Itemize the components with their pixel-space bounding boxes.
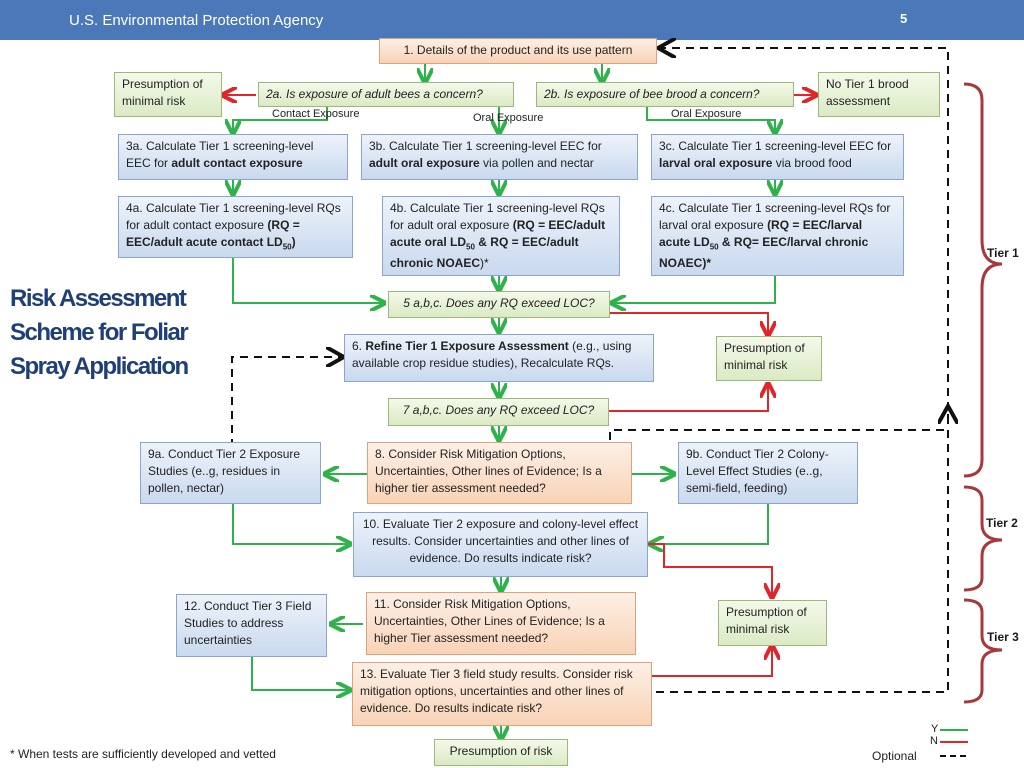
box-12-tier3-field: 12. Conduct Tier 3 Field Studies to addr… bbox=[176, 594, 327, 657]
arrow-2b-3c bbox=[646, 107, 775, 131]
box-8-mitigation: 8. Consider Risk Mitigation Options, Unc… bbox=[367, 442, 632, 504]
arrow-4c-5 bbox=[614, 276, 776, 303]
arrow-9a-10 bbox=[232, 504, 348, 544]
box-4a: 4a. Calculate Tier 1 screening-level RQs… bbox=[118, 196, 353, 258]
tier1-bracket bbox=[963, 82, 1003, 478]
box-3c-text: 3c. Calculate Tier 1 screening-level EEC… bbox=[659, 139, 892, 153]
legend-yes: Y bbox=[931, 723, 939, 735]
box-3c-bold: larval oral exposure bbox=[659, 156, 773, 170]
tier1-label: Tier 1 bbox=[987, 246, 1019, 260]
box-presumption-minimal-3: Presumption of minimal risk bbox=[718, 600, 827, 646]
arrow-13-no bbox=[652, 648, 772, 677]
legend-no: N bbox=[930, 735, 938, 747]
box-13-evaluate-tier3: 13. Evaluate Tier 3 field study results.… bbox=[352, 662, 652, 726]
box-10-evaluate-tier2: 10. Evaluate Tier 2 exposure and colony-… bbox=[353, 512, 648, 577]
label-contact-exposure: Contact Exposure bbox=[272, 108, 360, 120]
arrow-2a-3a bbox=[233, 107, 328, 131]
arrow-12-13 bbox=[251, 657, 348, 690]
box-3a: 3a. Calculate Tier 1 screening-level EEC… bbox=[118, 134, 348, 180]
tier3-bracket bbox=[963, 598, 1003, 704]
box-3a-text: 3a. Calculate Tier 1 screening-level EEC… bbox=[126, 139, 314, 170]
arrow-10-no bbox=[648, 543, 772, 595]
agency-name: U.S. Environmental Protection Agency bbox=[69, 12, 324, 29]
box-6-bold: Refine Tier 1 Exposure Assessment bbox=[365, 339, 569, 353]
box-4b-sub: 50 bbox=[466, 242, 475, 252]
label-oral-exposure-adult: Oral Exposure bbox=[473, 112, 544, 124]
box-presumption-minimal-1: Presumption of minimal risk bbox=[114, 72, 222, 117]
box-4a-bold-end: ) bbox=[291, 235, 296, 249]
arrow-4a-5 bbox=[232, 258, 382, 303]
box-4b-text: 4b. Calculate Tier 1 screening-level RQs… bbox=[390, 201, 605, 232]
box-4c-sub: 50 bbox=[709, 242, 719, 252]
title-line-3: Spray Application bbox=[10, 353, 189, 380]
box-presumption-minimal-2: Presumption of minimal risk bbox=[716, 336, 822, 381]
box-4a-bold: (RQ = EEC/adult acute contact LD bbox=[126, 218, 300, 249]
page-number: 5 bbox=[900, 11, 908, 26]
box-3a-bold: adult contact exposure bbox=[171, 156, 303, 170]
box-9b-tier2-colony: 9b. Conduct Tier 2 Colony-Level Effect S… bbox=[678, 442, 858, 504]
box-3c-post: via brood food bbox=[772, 156, 852, 170]
arrow-7-no bbox=[609, 386, 768, 412]
box-3b-text: 3b. Calculate Tier 1 screening-level EEC… bbox=[369, 139, 602, 153]
footnote: * When tests are sufficiently developed … bbox=[10, 747, 276, 761]
title-line-2: Scheme for Foliar bbox=[10, 319, 189, 346]
box-11-mitigation: 11. Consider Risk Mitigation Options, Un… bbox=[366, 592, 636, 655]
box-no-tier1-brood: No Tier 1 brood assessment bbox=[818, 72, 940, 117]
box-4b-post: )* bbox=[480, 256, 489, 271]
box-2b-brood-exposure: 2b. Is exposure of bee brood a concern? bbox=[536, 82, 794, 107]
box-5-rq-exceed: 5 a,b,c. Does any RQ exceed LOC? bbox=[388, 291, 610, 318]
box-3b-post: via pollen and nectar bbox=[479, 156, 594, 170]
box-3b: 3b. Calculate Tier 1 screening-level EEC… bbox=[361, 134, 638, 180]
box-4b-bold: (RQ = EEC/adult acute oral LD bbox=[390, 218, 606, 249]
box-6-refine: 6. Refine Tier 1 Exposure Assessment (e.… bbox=[344, 334, 654, 382]
legend-optional: Optional bbox=[872, 749, 917, 763]
box-4a-text: 4a. Calculate Tier 1 screening-level RQs… bbox=[126, 201, 341, 232]
dashed-13-to-1 bbox=[656, 48, 949, 693]
box-6-prefix: 6. bbox=[352, 339, 366, 353]
header-bar: U.S. Environmental Protection Agency 5 bbox=[0, 0, 1024, 40]
box-presumption-of-risk: Presumption of risk bbox=[434, 739, 568, 766]
tier2-bracket bbox=[963, 485, 1003, 592]
tier3-label: Tier 3 bbox=[987, 630, 1019, 644]
box-7-rq-exceed: 7 a,b,c. Does any RQ exceed LOC? bbox=[388, 398, 609, 426]
dashed-9a-to-6 bbox=[231, 357, 340, 447]
box-4a-sub: 50 bbox=[282, 242, 292, 252]
box-4c-bold-end: & RQ= EEC/larval chronic NOAEC)* bbox=[659, 235, 869, 271]
box-4c: 4c. Calculate Tier 1 screening-level RQs… bbox=[651, 196, 904, 276]
box-1-details: 1. Details of the product and its use pa… bbox=[379, 38, 657, 64]
box-6-text: (e.g., using available crop residue stud… bbox=[352, 339, 632, 370]
label-oral-exposure-larval: Oral Exposure bbox=[671, 108, 742, 120]
box-2a-adult-exposure: 2a. Is exposure of adult bees a concern? bbox=[258, 82, 514, 107]
box-3c: 3c. Calculate Tier 1 screening-level EEC… bbox=[651, 134, 904, 180]
title-line-1: Risk Assessment bbox=[10, 285, 187, 312]
box-9a-tier2-exposure: 9a. Conduct Tier 2 Exposure Studies (e..… bbox=[140, 442, 321, 504]
page-title: Risk Assessment Scheme for Foliar Spray … bbox=[10, 282, 189, 384]
arrow-5-no bbox=[610, 312, 768, 333]
box-4b: 4b. Calculate Tier 1 screening-level RQs… bbox=[382, 196, 620, 276]
arrow-9b-10 bbox=[652, 504, 769, 544]
box-4c-text: 4c. Calculate Tier 1 screening-level RQs… bbox=[659, 201, 891, 232]
box-4b-bold-end: & RQ = EEC/adult chronic NOAEC bbox=[390, 235, 579, 271]
box-3b-bold: adult oral exposure bbox=[369, 156, 480, 170]
tier2-label: Tier 2 bbox=[986, 516, 1018, 530]
dashed-8-link bbox=[609, 429, 948, 440]
box-4c-bold: (RQ = EEC/larval acute LD bbox=[659, 218, 863, 249]
